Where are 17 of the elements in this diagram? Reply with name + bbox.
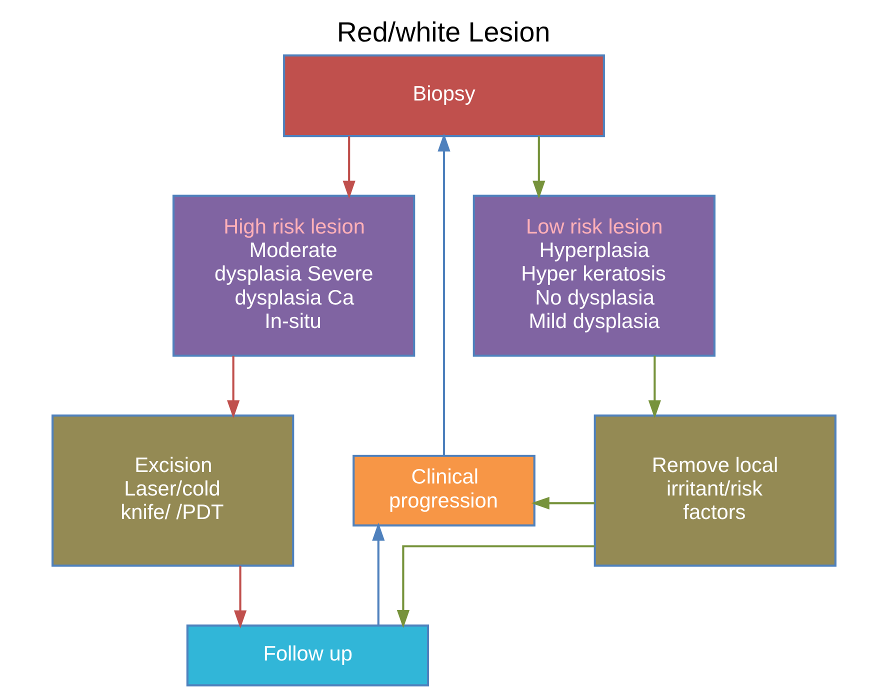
node-box: Clinical progression (352, 454, 536, 526)
node-box: Low risk lesion Hyperplasia Hyper keratosis No dysplasia Mild dysplasia (472, 194, 716, 357)
arrow (438, 133, 450, 456)
node-box: Follow up (186, 624, 430, 686)
node-box: Excision Laser/cold knife/ /PDT (52, 414, 294, 567)
arrow (532, 136, 546, 199)
node-box: Biopsy (283, 54, 605, 138)
arrow (531, 496, 595, 510)
arrow (227, 356, 240, 418)
arrow (342, 136, 356, 199)
node-box: Remove local irritant/risk factors (594, 414, 836, 567)
diagram-title: Red/white Lesion (336, 16, 550, 48)
arrow (648, 356, 661, 418)
arrow (396, 545, 595, 628)
node-box: High risk lesion Moderate dysplasia Severe dysplasia Ca In-situ (172, 194, 416, 357)
arrow (234, 566, 247, 628)
arrow (372, 522, 385, 626)
